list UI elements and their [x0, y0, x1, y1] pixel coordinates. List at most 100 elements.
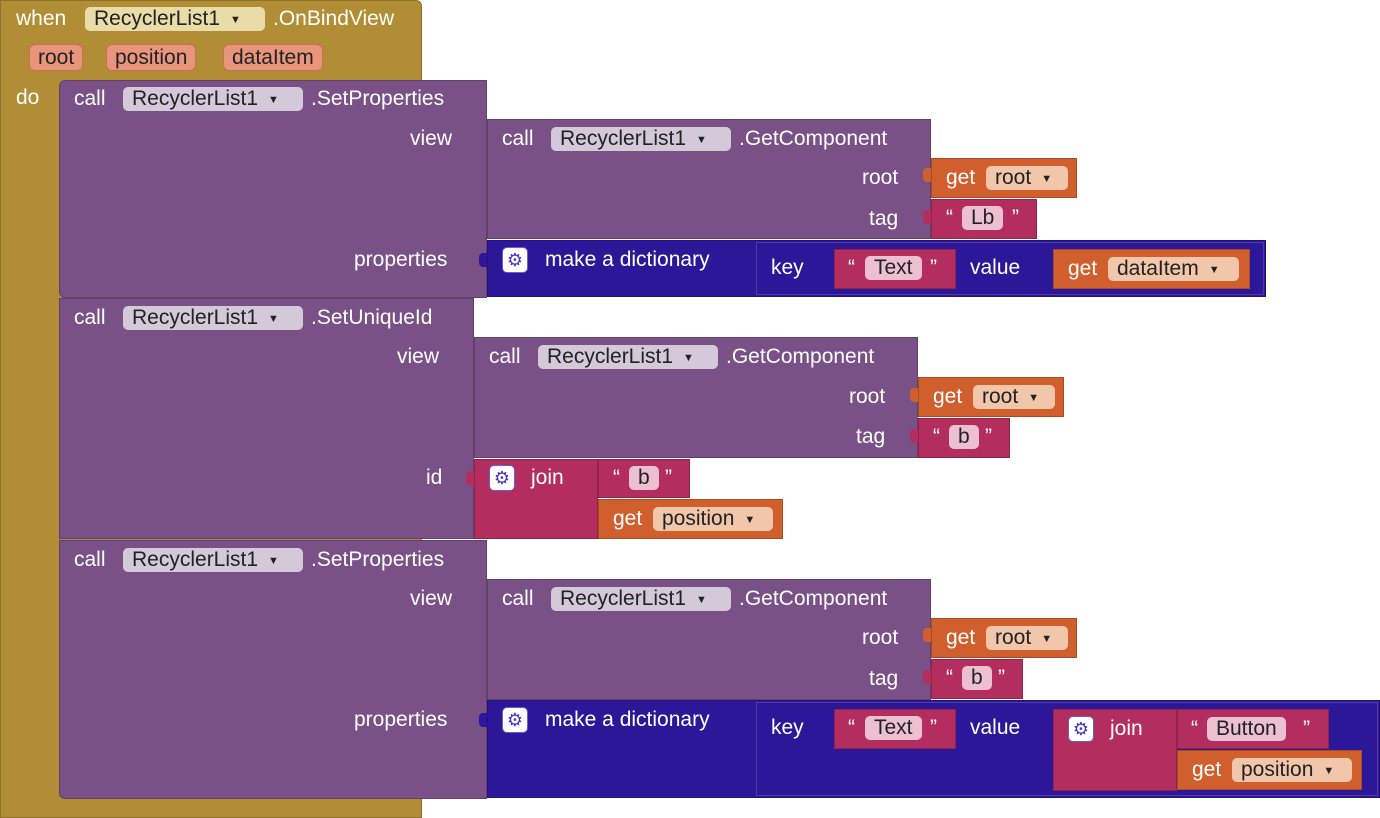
close-quote: ”: [1303, 717, 1310, 740]
when-keyword: when: [16, 7, 67, 30]
join-label: join: [1110, 717, 1143, 740]
socket-label-root: root: [862, 166, 899, 189]
socket-label-root: root: [849, 385, 886, 408]
do-keyword: do: [16, 86, 40, 109]
component-dropdown[interactable]: RecyclerList1▼: [123, 87, 303, 111]
close-quote: ”: [998, 666, 1005, 689]
input-connector: [466, 471, 474, 485]
var-dropdown-root[interactable]: root▼: [986, 166, 1068, 190]
dropdown-caret-icon: ▼: [1208, 264, 1220, 276]
get-keyword: get: [1068, 257, 1098, 280]
socket-label-properties: properties: [354, 708, 448, 731]
input-connector: [923, 168, 931, 182]
component-dropdown[interactable]: RecyclerList1▼: [551, 587, 731, 611]
dropdown-caret-icon: ▼: [744, 514, 756, 526]
var-dropdown-root[interactable]: root▼: [986, 626, 1068, 650]
input-connector: [923, 628, 931, 642]
input-connector: [923, 670, 931, 684]
socket-label-tag: tag: [869, 207, 899, 230]
dropdown-caret-icon: ▼: [1041, 633, 1053, 645]
call-keyword: call: [74, 306, 106, 329]
open-quote: “: [848, 716, 855, 739]
make-dictionary-label: make a dictionary: [545, 708, 710, 731]
open-quote: “: [933, 425, 940, 448]
param-position[interactable]: position: [106, 44, 197, 71]
key-label: key: [771, 716, 804, 739]
close-quote: ”: [985, 425, 992, 448]
socket-label-id: id: [426, 466, 443, 489]
param-root[interactable]: root: [29, 44, 84, 71]
gear-icon[interactable]: ⚙: [502, 247, 528, 273]
call-setuniqueid-block[interactable]: [59, 298, 474, 539]
get-keyword: get: [933, 385, 963, 408]
get-keyword: get: [946, 626, 976, 649]
text-value-button[interactable]: Button: [1207, 717, 1286, 741]
method-name: .SetUniqueId: [311, 306, 433, 329]
open-quote: “: [1191, 717, 1198, 740]
gear-icon[interactable]: ⚙: [489, 465, 515, 491]
value-label: value: [970, 256, 1021, 279]
event-component-label: RecyclerList1: [94, 7, 221, 30]
make-dictionary-label: make a dictionary: [545, 248, 710, 271]
call-keyword: call: [502, 127, 534, 150]
component-dropdown[interactable]: RecyclerList1▼: [551, 127, 731, 151]
var-dropdown-root[interactable]: root▼: [973, 385, 1055, 409]
dropdown-caret-icon: ▼: [696, 594, 707, 606]
dropdown-caret-icon: ▼: [268, 313, 279, 325]
get-keyword: get: [613, 507, 643, 530]
dropdown-caret-icon: ▼: [230, 14, 241, 26]
text-block-text-key[interactable]: [834, 249, 956, 289]
close-quote: ”: [665, 466, 672, 489]
component-dropdown[interactable]: RecyclerList1▼: [123, 306, 303, 330]
call-keyword: call: [74, 87, 106, 110]
dropdown-caret-icon: ▼: [696, 134, 707, 146]
input-connector: [479, 713, 487, 727]
event-component-dropdown[interactable]: RecyclerList1 ▼: [85, 7, 265, 31]
input-connector: [479, 253, 487, 267]
var-dropdown-position[interactable]: position▼: [1232, 758, 1352, 782]
open-quote: “: [946, 206, 953, 229]
text-value-lb[interactable]: Lb: [962, 206, 1004, 230]
call-keyword: call: [489, 345, 521, 368]
socket-label-view: view: [410, 587, 453, 610]
call-keyword: call: [502, 587, 534, 610]
gear-icon[interactable]: ⚙: [1068, 716, 1094, 742]
component-dropdown[interactable]: RecyclerList1▼: [123, 548, 303, 572]
open-quote: “: [848, 256, 855, 279]
call-setproperties-block-1[interactable]: [59, 80, 487, 298]
gear-icon[interactable]: ⚙: [502, 707, 528, 733]
dropdown-caret-icon: ▼: [268, 555, 279, 567]
event-name: .OnBindView: [273, 7, 395, 30]
socket-label-root: root: [862, 626, 899, 649]
dropdown-caret-icon: ▼: [1323, 765, 1335, 777]
key-label: key: [771, 256, 804, 279]
method-name: .SetProperties: [311, 548, 445, 571]
dropdown-caret-icon: ▼: [1041, 173, 1053, 185]
socket-label-tag: tag: [856, 425, 886, 448]
text-value-b[interactable]: b: [962, 666, 992, 690]
close-quote: ”: [930, 716, 937, 739]
input-connector: [923, 210, 931, 224]
socket-label-view: view: [410, 127, 453, 150]
socket-label-view: view: [397, 345, 440, 368]
open-quote: “: [613, 466, 620, 489]
dropdown-caret-icon: ▼: [268, 94, 279, 106]
text-value-b[interactable]: b: [949, 425, 979, 449]
dropdown-caret-icon: ▼: [683, 352, 694, 364]
param-dataitem[interactable]: dataItem: [223, 44, 323, 71]
join-label: join: [531, 466, 564, 489]
call-keyword: call: [74, 548, 106, 571]
method-name: .GetComponent: [739, 587, 888, 610]
text-block-b[interactable]: [598, 459, 690, 498]
text-value-text[interactable]: Text: [865, 256, 922, 280]
var-dropdown-position[interactable]: position▼: [653, 507, 773, 531]
component-dropdown[interactable]: RecyclerList1▼: [538, 345, 718, 369]
text-value-b[interactable]: b: [629, 466, 659, 490]
text-value-text[interactable]: Text: [865, 716, 922, 740]
open-quote: “: [946, 666, 953, 689]
socket-label-properties: properties: [354, 248, 448, 271]
call-setproperties-block-2[interactable]: [59, 540, 487, 799]
var-dropdown-dataitem[interactable]: dataItem▼: [1108, 257, 1239, 281]
method-name: .SetProperties: [311, 87, 445, 110]
method-name: .GetComponent: [726, 345, 875, 368]
